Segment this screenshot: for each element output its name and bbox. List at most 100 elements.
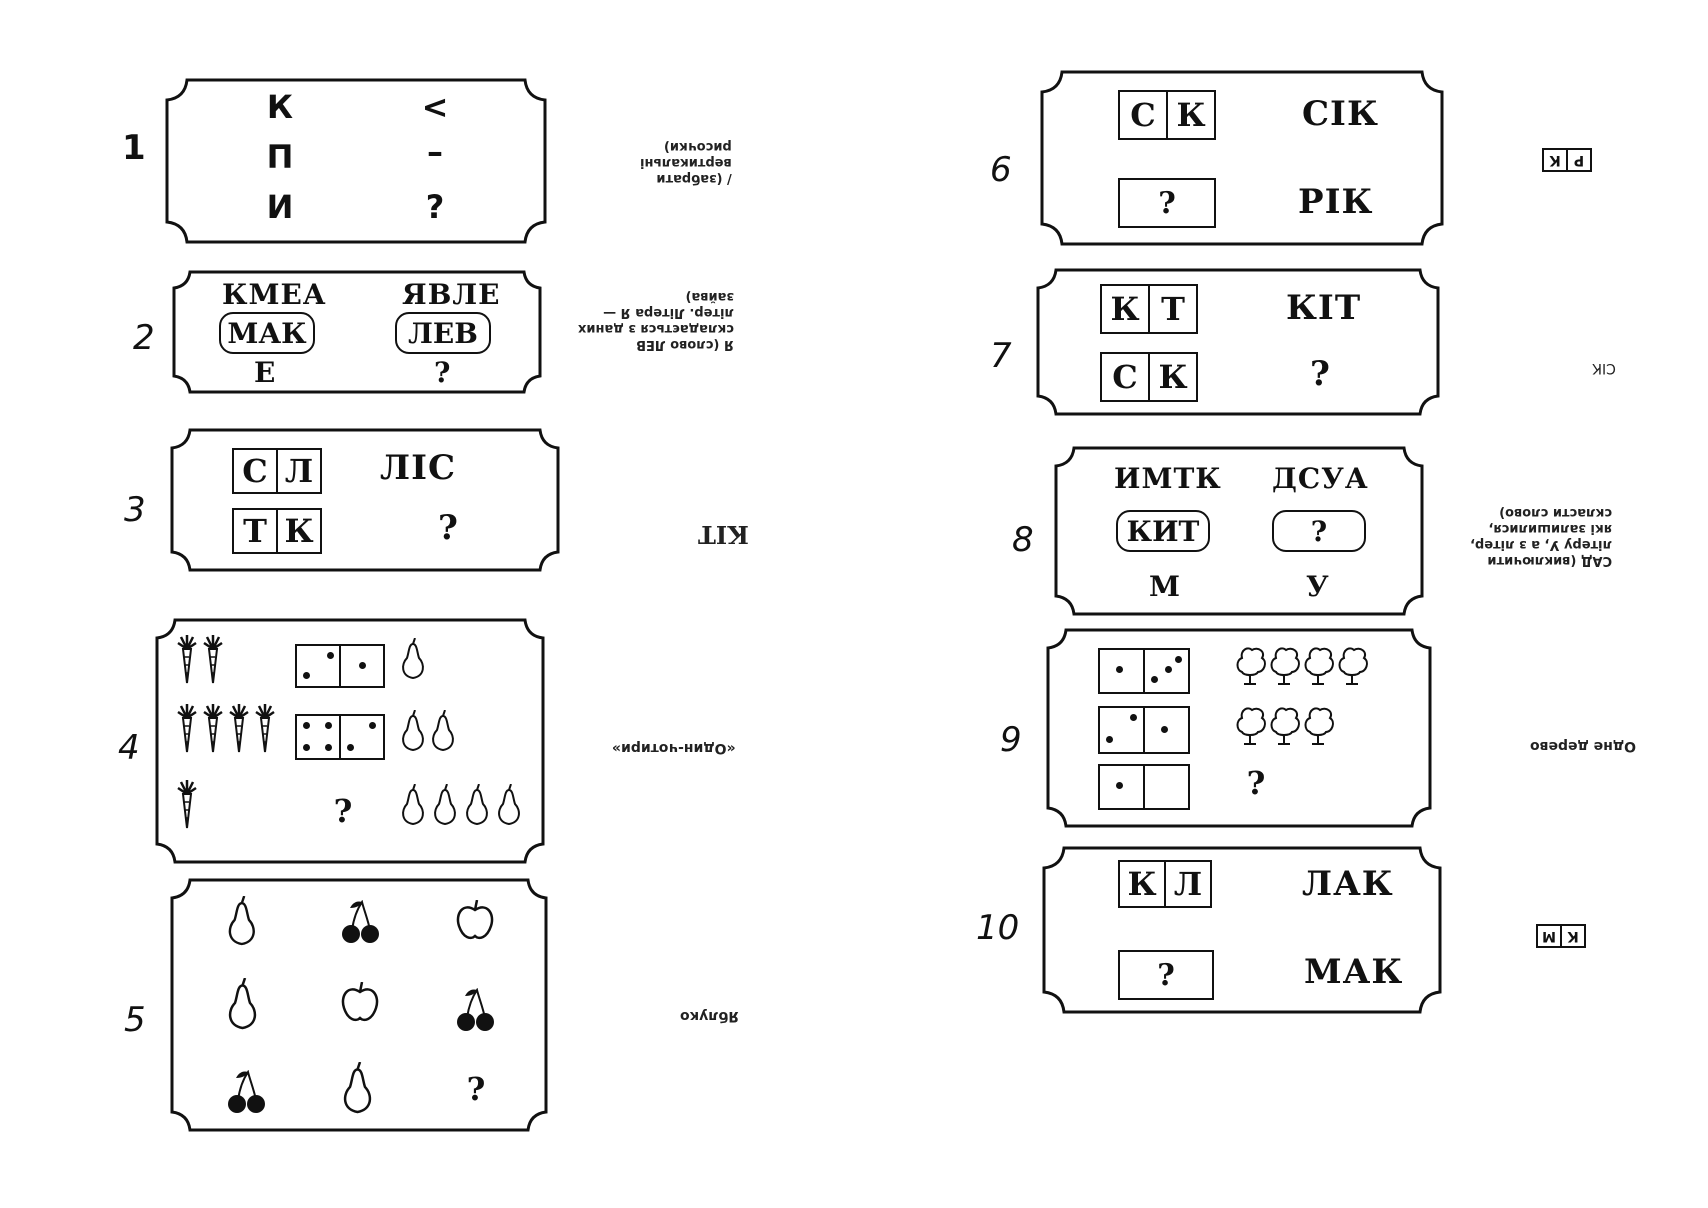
card: К [1148, 354, 1196, 400]
task-1-answer-note: / (забрати вертикальні рисочки) [640, 139, 732, 186]
domino-1-0 [1098, 764, 1190, 810]
task-3-row-1-cards: С Л [232, 448, 322, 494]
task-8-right-leftover: У [1306, 570, 1330, 603]
task-10-frame: К Л ЛАК ? МАК [1042, 846, 1442, 1014]
task-8-frame: ИМТК КИТ М ДСУА ? У [1054, 446, 1424, 616]
task-4-answer-note: «Один-чотири» [612, 740, 736, 756]
task-6-answer-cards: Р К [1542, 148, 1592, 172]
task-10-row-1-word: ЛАК [1302, 864, 1394, 904]
card: С [242, 452, 268, 490]
task-7-row-1-word: КІТ [1286, 288, 1362, 328]
domino-4-2 [295, 714, 385, 760]
task-7-frame: К Т КІТ С К ? [1036, 268, 1440, 416]
task-7-question: ? [1310, 354, 1331, 394]
apple-icon [456, 900, 494, 940]
task-6-row-1-cards: С К [1118, 90, 1216, 140]
cherry-icon [341, 900, 380, 944]
task-6-row-1-word: СІК [1302, 94, 1379, 134]
task-7-number: 7 [990, 336, 1012, 376]
card: К [1127, 865, 1157, 903]
task-2-answer-note: Я (слово ЛЕВ складається з даних літер. … [578, 289, 734, 352]
task-5-number: 5 [124, 1000, 146, 1040]
task-3-row-2-cards: Т К [232, 508, 322, 554]
carrots-two [176, 633, 224, 685]
domino-2-1 [1098, 706, 1190, 754]
card: К [276, 510, 320, 552]
trees-four [1236, 647, 1368, 685]
task-1-symbol-1: < [421, 88, 449, 126]
card: Л [1164, 862, 1210, 906]
task-1-symbol-2: – [427, 133, 443, 171]
task-4-number: 4 [118, 728, 140, 768]
pear-icon [402, 638, 424, 679]
task-7-row-1-cards: К Т [1100, 284, 1198, 334]
task-3-number: 3 [124, 490, 146, 530]
card: С [1112, 358, 1138, 396]
task-8-question: ? [1272, 510, 1366, 552]
pears-four [402, 784, 520, 825]
task-7-row-2-cards: С К [1100, 352, 1198, 402]
task-2-frame: КМЕА МАК Е ЯВЛЕ ЛЕВ ? [172, 270, 542, 394]
task-1-letter-2: П [266, 138, 294, 176]
task-1-letter-3: И [266, 188, 294, 226]
task-4-question: ? [333, 792, 353, 830]
task-6-frame: С К СІК ? РІК [1040, 70, 1444, 246]
task-1-frame: К П И < – ? [165, 78, 547, 244]
pear-icon [228, 896, 255, 946]
task-3-frame: С Л ЛІС Т К ? [170, 428, 560, 572]
pear-icon [343, 1062, 372, 1114]
task-2-left-leftover: Е [254, 356, 277, 389]
trees-three [1236, 707, 1334, 745]
card: Л [276, 450, 320, 492]
task-2-left-scramble: КМЕА [222, 278, 327, 311]
task-3-row-1-word: ЛІС [380, 448, 457, 488]
task-8-left-leftover: М [1149, 570, 1181, 603]
card: Р [1573, 152, 1585, 168]
task-9-frame: ? [1046, 628, 1432, 828]
card: Т [1148, 286, 1196, 332]
task-2-question: ? [434, 356, 452, 389]
task-10-question: ? [1118, 950, 1214, 1000]
cherry-icon [456, 988, 495, 1032]
task-6-number: 6 [990, 150, 1012, 190]
pear-icon [228, 978, 257, 1030]
card: К [1166, 92, 1214, 138]
task-2-right-word: ЛЕВ [395, 312, 491, 354]
card: Т [243, 512, 267, 550]
task-4-frame: ? [155, 618, 545, 864]
pears-two [402, 710, 454, 751]
task-9-number: 9 [1000, 720, 1022, 760]
task-3-answer-note: КІТ [698, 520, 749, 549]
task-5-frame: ? [170, 878, 548, 1132]
task-10-answer-cards: К М [1536, 924, 1586, 948]
task-6-question: ? [1118, 178, 1216, 228]
card: К [1567, 928, 1579, 944]
card: М [1538, 926, 1562, 946]
task-10-row-2-word: МАК [1304, 952, 1404, 992]
task-2-left-word: МАК [219, 312, 315, 354]
task-9-question: ? [1246, 764, 1266, 802]
domino-2-2 [1098, 648, 1190, 694]
task-7-answer-note: СІК [1592, 360, 1616, 376]
card: С [1130, 96, 1156, 134]
card: К [1110, 290, 1140, 328]
cherry-icon [227, 1070, 266, 1114]
task-1-question: ? [425, 188, 445, 226]
task-10-row-1-cards: К Л [1118, 860, 1212, 908]
task-8-number: 8 [1012, 520, 1034, 560]
domino-2-1 [295, 644, 385, 688]
task-2-right-scramble: ЯВЛЕ [402, 278, 501, 311]
task-5-question: ? [466, 1070, 486, 1108]
task-8-left-scramble: ИМТК [1114, 462, 1222, 495]
task-10-number: 10 [976, 908, 1020, 948]
task-5-answer-note: Яблуко [680, 1008, 740, 1024]
task-8-right-scramble: ДСУА [1272, 462, 1369, 495]
task-3-question: ? [438, 508, 459, 548]
task-1-number: 1 [122, 128, 146, 168]
carrots-four [176, 702, 276, 754]
card: К [1544, 150, 1568, 170]
task-8-answer-note: САД (виключити літеру У, а з літер, які … [1470, 505, 1613, 568]
task-8-left-word: КИТ [1116, 510, 1210, 552]
apple-icon [341, 982, 379, 1022]
task-9-answer-note: Одне дерево [1530, 738, 1637, 754]
